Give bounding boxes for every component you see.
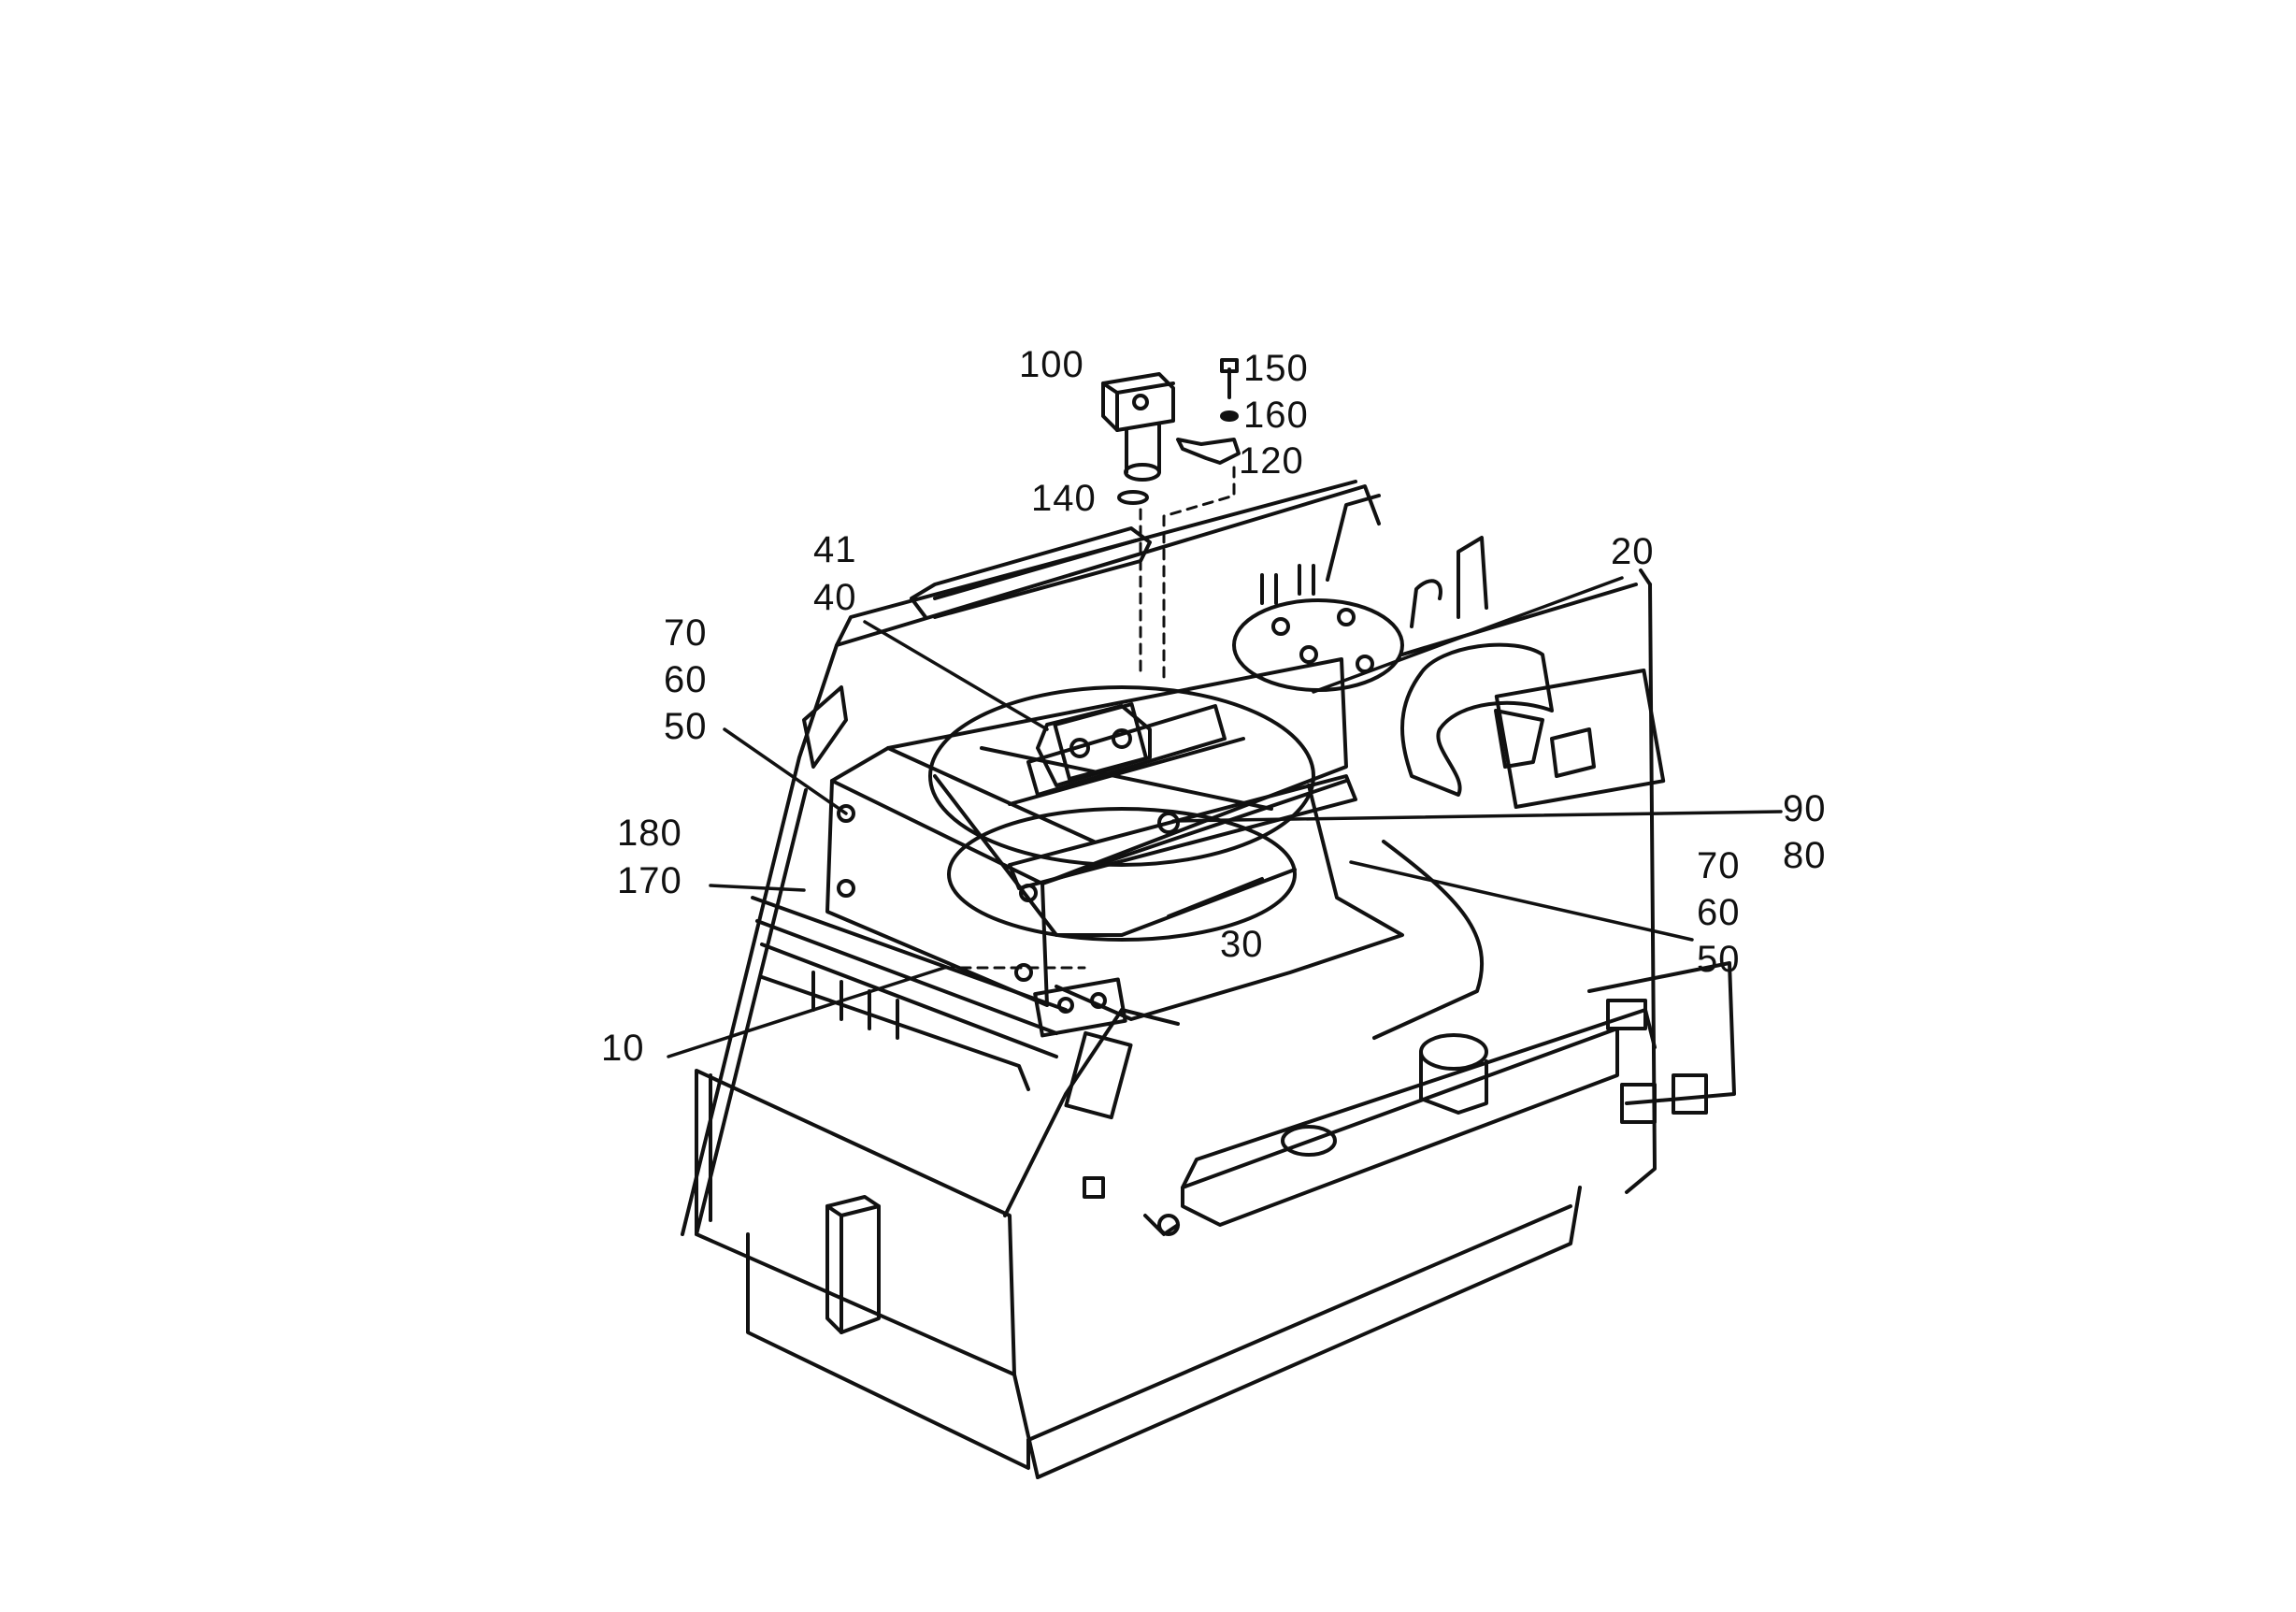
leader-lines bbox=[667, 576, 1783, 1058]
callout-90: 90 bbox=[1783, 788, 1827, 829]
callout-140: 140 bbox=[1031, 478, 1097, 519]
callout-160: 160 bbox=[1243, 395, 1309, 436]
callout-20: 20 bbox=[1611, 531, 1655, 572]
left-grille bbox=[751, 685, 1068, 1091]
callout-50-left: 50 bbox=[664, 706, 708, 747]
callout-80: 80 bbox=[1783, 835, 1827, 876]
callout-60-right: 60 bbox=[1697, 892, 1741, 933]
callout-41: 41 bbox=[813, 529, 857, 570]
tank-cap bbox=[1232, 536, 1488, 692]
callout-120: 120 bbox=[1239, 440, 1304, 482]
callout-180: 180 bbox=[617, 813, 682, 854]
callout-40: 40 bbox=[813, 577, 857, 618]
assembly-dashes bbox=[942, 466, 1236, 970]
right-pipe-motor bbox=[1400, 642, 1666, 809]
bottom-rail bbox=[1083, 961, 1736, 1236]
callout-60-left: 60 bbox=[664, 659, 708, 700]
cooler-core bbox=[825, 657, 1348, 1007]
junction-box bbox=[1033, 977, 1133, 1120]
housing-outline bbox=[681, 480, 1657, 1479]
callout-150: 150 bbox=[1243, 348, 1309, 389]
exploded-fitting bbox=[1101, 358, 1241, 505]
callout-30: 30 bbox=[1220, 924, 1264, 965]
callout-10: 10 bbox=[601, 1028, 645, 1069]
mount-bracket bbox=[1008, 702, 1357, 890]
callout-100: 100 bbox=[1019, 344, 1084, 385]
callout-50-right: 50 bbox=[1697, 939, 1741, 980]
fan-shroud bbox=[928, 685, 1404, 1021]
bottom-cylinder bbox=[825, 1195, 881, 1334]
callout-70-left: 70 bbox=[664, 612, 708, 654]
callout-70-right: 70 bbox=[1697, 845, 1741, 886]
callout-170: 170 bbox=[617, 860, 682, 901]
